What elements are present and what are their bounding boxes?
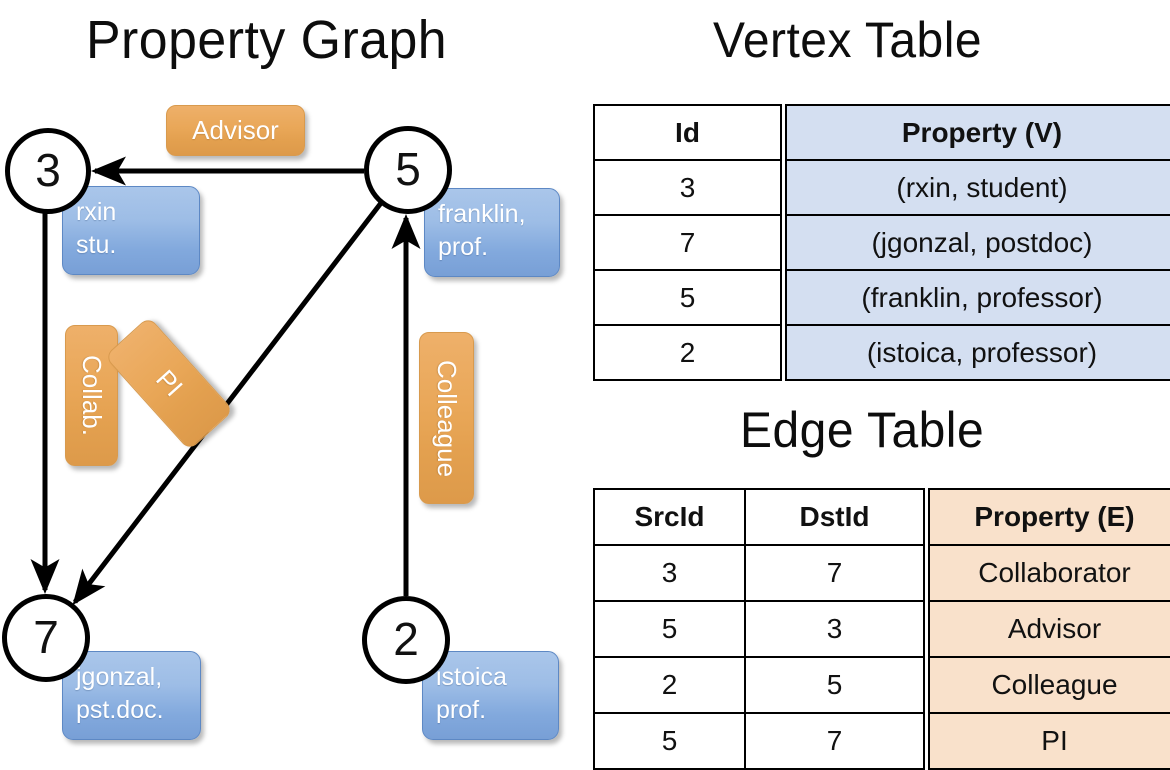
vertex-row-0-property: (rxin, student)	[785, 159, 1170, 216]
edge-row-2-dst: 5	[744, 656, 925, 714]
graph-node-7: 7	[2, 594, 90, 682]
edge-label-colleague: Colleague	[419, 332, 474, 504]
edge-row-1-property: Advisor	[928, 600, 1170, 658]
node-property-box-3: rxin stu.	[62, 186, 200, 275]
page-title-edge-table: Edge Table	[740, 402, 985, 458]
graph-node-2-label: 2	[393, 613, 419, 665]
edge-label-pi-text: PI	[149, 364, 189, 403]
edge-row-3-dst: 7	[744, 712, 925, 770]
edge-row-2-property: Colleague	[928, 656, 1170, 714]
table-row: 2 5 Colleague	[593, 656, 1170, 714]
edge-5-to-7	[72, 201, 383, 606]
graph-node-3: 3	[5, 128, 91, 214]
node-5-property-line1: franklin,	[438, 200, 526, 228]
graph-edges	[30, 156, 421, 606]
property-graph-panel: Property Graph Advisor Collab. PI Collea…	[0, 0, 585, 760]
edge-row-1-dst: 3	[744, 600, 925, 658]
edge-row-3-property: PI	[928, 712, 1170, 770]
node-7-property-line1: jgonzal,	[76, 663, 163, 691]
node-5-property-line2: prof.	[438, 233, 489, 261]
edge-row-2-src: 2	[593, 656, 746, 714]
edge-table-header-property: Property (E)	[928, 488, 1170, 546]
page-title-property-graph: Property Graph	[86, 10, 448, 70]
graph-node-7-label: 7	[33, 611, 59, 663]
graph-node-5-label: 5	[395, 143, 421, 195]
edge-label-colleague-text: Colleague	[432, 359, 462, 477]
edge-label-collab-text: Collab.	[77, 355, 107, 436]
node-property-box-7: jgonzal, pst.doc.	[62, 651, 201, 740]
vertex-table-column-gap	[781, 325, 786, 380]
table-row: 2 (istoica, professor)	[593, 324, 1170, 381]
edge-table-header-row: SrcId DstId Property (E)	[593, 488, 1170, 546]
vertex-table-column-gap	[781, 160, 786, 215]
edge-table-header-dstid: DstId	[744, 488, 925, 546]
graph-node-5: 5	[364, 126, 452, 214]
vertex-table-header-property: Property (V)	[785, 104, 1170, 161]
node-7-property-line2: pst.doc.	[76, 696, 164, 724]
edge-table-column-gap	[924, 601, 929, 657]
edge-table-column-gap	[924, 489, 929, 545]
vertex-table-column-gap	[781, 215, 786, 270]
node-3-property-line2: stu.	[76, 231, 117, 259]
edge-row-1-src: 5	[593, 600, 746, 658]
node-2-property-line1: istoica	[436, 663, 507, 691]
edge-label-collab: Collab.	[65, 325, 118, 466]
edge-table-header-srcid: SrcId	[593, 488, 746, 546]
edge-row-3-src: 5	[593, 712, 746, 770]
table-row: 5 (franklin, professor)	[593, 269, 1170, 326]
table-row: 3 7 Collaborator	[593, 544, 1170, 602]
vertex-row-0-id: 3	[593, 159, 782, 216]
graph-node-3-label: 3	[35, 144, 61, 196]
vertex-row-1-id: 7	[593, 214, 782, 271]
edge-table-column-gap	[924, 713, 929, 769]
edge-row-0-property: Collaborator	[928, 544, 1170, 602]
table-row: 5 7 PI	[593, 712, 1170, 770]
page-title-vertex-table: Vertex Table	[713, 12, 983, 68]
node-3-property-line1: rxin	[76, 198, 117, 226]
vertex-table-column-gap	[781, 105, 786, 160]
vertex-table-header-id: Id	[593, 104, 782, 161]
edge-label-advisor-text: Advisor	[192, 115, 279, 145]
table-row: 7 (jgonzal, postdoc)	[593, 214, 1170, 271]
edge-table-column-gap	[924, 657, 929, 713]
node-2-property-line2: prof.	[436, 696, 487, 724]
graph-node-2: 2	[362, 596, 450, 684]
table-row: 3 (rxin, student)	[593, 159, 1170, 216]
edge-label-advisor: Advisor	[166, 105, 305, 156]
vertex-table-header-row: Id Property (V)	[593, 104, 1170, 161]
edge-table: SrcId DstId Property (E) 3 7 Collaborato…	[593, 488, 1170, 770]
vertex-table-column-gap	[781, 270, 786, 325]
vertex-row-2-id: 5	[593, 269, 782, 326]
table-row: 5 3 Advisor	[593, 600, 1170, 658]
edge-row-0-src: 3	[593, 544, 746, 602]
edge-table-column-gap	[924, 545, 929, 601]
edge-row-0-dst: 7	[744, 544, 925, 602]
vertex-row-3-id: 2	[593, 324, 782, 381]
node-property-box-5: franklin, prof.	[424, 188, 560, 277]
vertex-row-1-property: (jgonzal, postdoc)	[785, 214, 1170, 271]
vertex-table: Id Property (V) 3 (rxin, student) 7 (jgo…	[593, 104, 1170, 381]
node-property-box-2: istoica prof.	[422, 651, 559, 740]
vertex-row-2-property: (franklin, professor)	[785, 269, 1170, 326]
vertex-row-3-property: (istoica, professor)	[785, 324, 1170, 381]
